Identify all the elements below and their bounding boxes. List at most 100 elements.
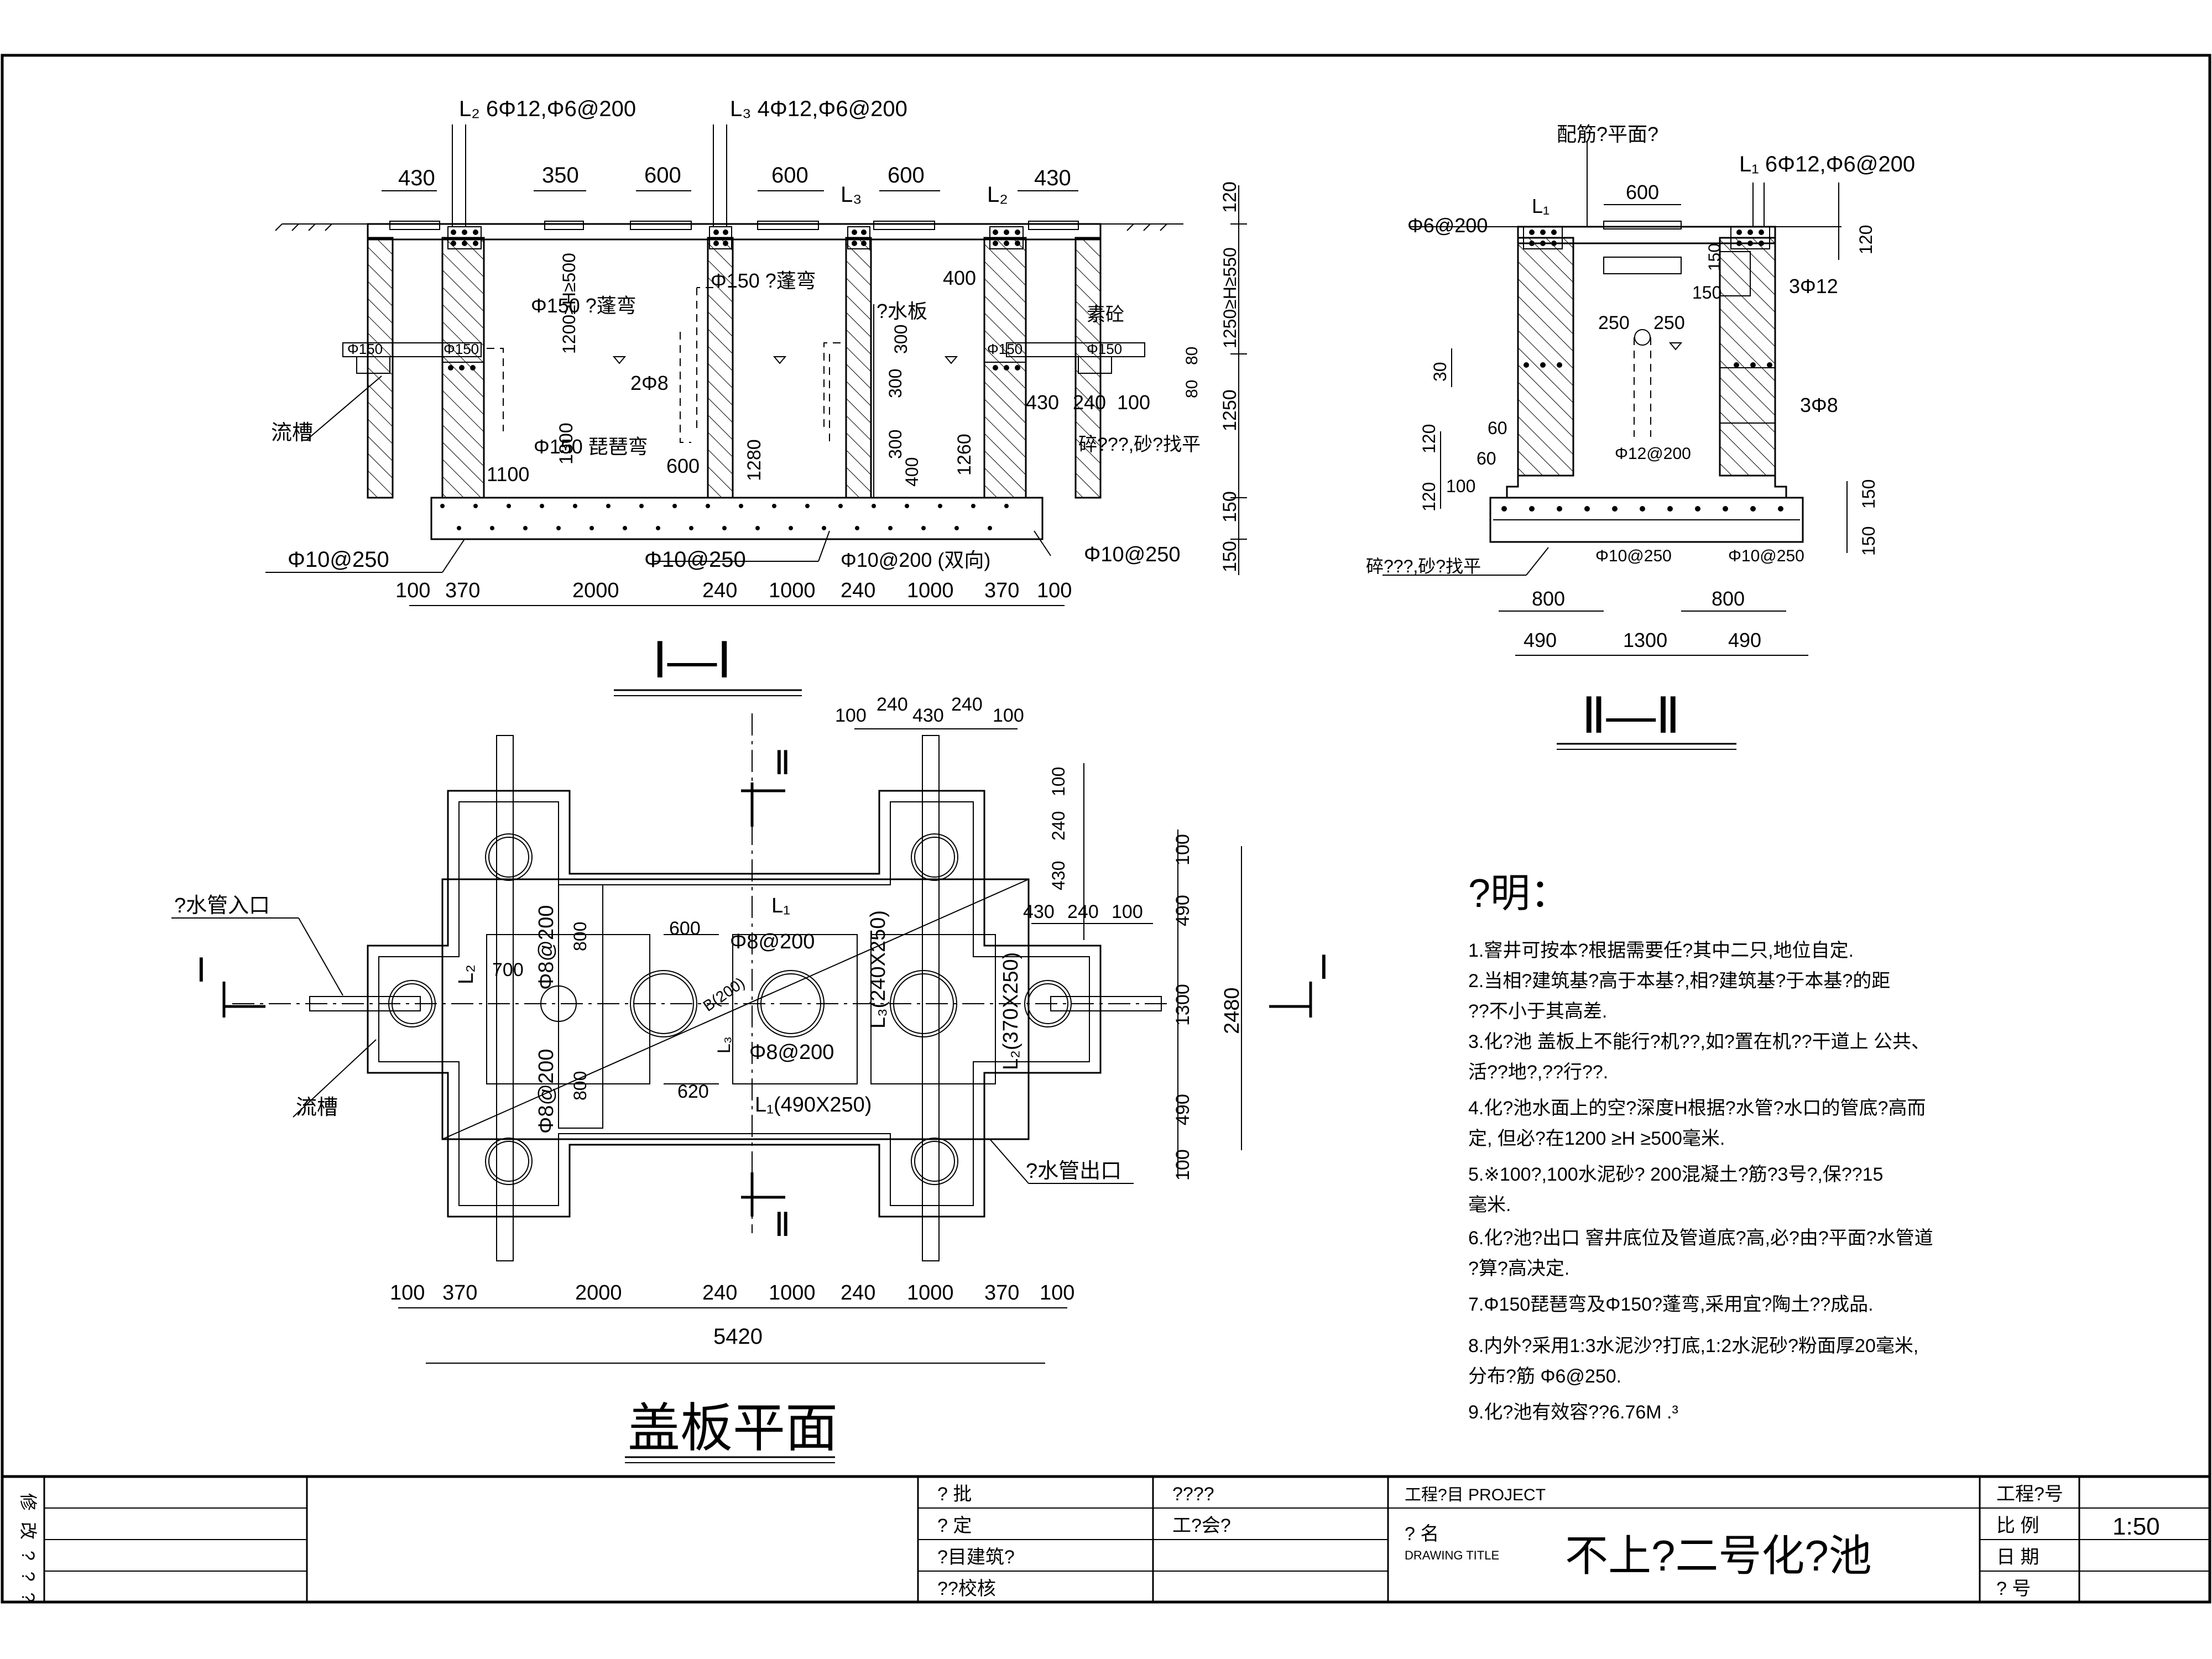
note-line-4: 活??地?,??行??. (1468, 1062, 1608, 1083)
label-phi8-a: Φ8@200 (535, 905, 558, 990)
tb-project-label: 工程?目 PROJECT (1405, 1486, 1546, 1504)
label-l3: L₃ (714, 1036, 734, 1053)
section-marks (222, 782, 1312, 1217)
dim-rh-100: 100 (1112, 901, 1143, 922)
tb-review: ? 定 (937, 1515, 972, 1536)
label-baffle: ?水板 (877, 300, 927, 322)
label-l1: L₁ (771, 894, 790, 917)
dim-h-range-2: 1250≥H≥550 (1220, 247, 1240, 348)
dim-r2480: 2480 (1220, 987, 1244, 1034)
label-l2-size: L₂(370X250) (999, 952, 1022, 1070)
note-line-11: 7.Φ150琵琶弯及Φ150?蓬弯,采用宜?陶土??成品. (1468, 1294, 1874, 1315)
dim-r100a: 100 (1172, 834, 1193, 865)
note-line-6: 定, 但必?在1200 ≥H ≥500毫米. (1468, 1128, 1725, 1149)
label-3phi8: 3Φ8 (1800, 394, 1838, 416)
dim-top-3: 430 (912, 705, 944, 726)
label-phi10-d: Φ10@250 (1084, 543, 1181, 566)
dim-rh-240: 240 (1067, 901, 1099, 922)
dim-250-b: 250 (1653, 312, 1685, 333)
tb-no-label: ? 号 (1996, 1578, 2031, 1599)
note-line-8: 毫米. (1468, 1194, 1511, 1215)
dim-top-1: 100 (835, 705, 867, 726)
label-rebar-plan-ref: 配筋?平面? (1557, 123, 1658, 145)
label-b200: B(200) (700, 974, 748, 1015)
label-gravel: 碎???,砂?找平 (1078, 434, 1201, 455)
dim-30: 30 (1430, 362, 1450, 382)
dim-r1300: 1300 (1172, 984, 1193, 1026)
tb-name-label: ? 名 (1405, 1524, 1439, 1545)
plan-dim-2: 2000 (575, 1281, 622, 1305)
dim-1300: 1300 (556, 422, 577, 465)
label-l3-size: L₃(240X250) (867, 910, 890, 1029)
label-phi150-r: Φ150 (987, 341, 1022, 357)
label-phi8-d: Φ8@200 (535, 1049, 558, 1134)
label-gravel: 碎???,砂?找平 (1366, 556, 1481, 576)
title-block (1, 1475, 2211, 1604)
dim-600-c: 600 (888, 163, 925, 187)
plan-bottom-dims: 100 370 2000 240 1000 240 1000 370 100 (390, 1281, 1074, 1305)
label-phi10-a: Φ10@250 (288, 547, 389, 572)
dim-120-c: 120 (1419, 482, 1439, 512)
dim-120-a: 120 (1856, 225, 1876, 254)
dim-v80b: 80 (1183, 380, 1201, 398)
sheet-border (1, 54, 2211, 1604)
dim-150-a: 150 (1705, 243, 1724, 271)
dim-60-b: 60 (1477, 448, 1496, 468)
label-phi8-c: Φ8@200 (749, 1041, 834, 1064)
label-phi150-r2: Φ150 (1087, 341, 1122, 357)
cover-plan (171, 713, 1312, 1463)
section-mark-1-right: Ⅰ (1319, 949, 1329, 986)
dim-600: 600 (669, 918, 701, 939)
dim-1280: 1280 (744, 439, 765, 481)
dim-300-b: 300 (885, 369, 905, 398)
revision-label: 修改??? (18, 1493, 38, 1613)
plan-title: 盖板平面 (628, 1399, 838, 1458)
tb-check: ??校核 (937, 1578, 996, 1599)
dim-r490a: 490 (1172, 895, 1193, 926)
dim-1100: 1100 (487, 463, 529, 486)
dim-top-4: 240 (951, 694, 983, 715)
section-1-1 (265, 124, 1247, 696)
tb-approve: ? 批 (937, 1484, 972, 1505)
dim-top-2: 240 (877, 694, 908, 715)
label-l3-rebar: L₃ 4Φ12,Φ6@200 (730, 97, 907, 121)
label-3phi12: 3Φ12 (1789, 275, 1838, 298)
section-1-title: Ⅰ—Ⅰ (653, 633, 732, 688)
label-l1-rebar: L₁ 6Φ12,Φ6@200 (1739, 152, 1915, 176)
dim-120-b: 120 (1419, 424, 1439, 453)
sec1-dim-3: 240 (702, 579, 737, 602)
sec1-dim-1: 370 (445, 579, 480, 602)
dim-400-b: 400 (902, 457, 922, 487)
section-mark-2-bottom: Ⅱ (774, 1206, 791, 1243)
dim-v1250: 1250 (1219, 389, 1240, 431)
dim-430-c: 430 (1026, 391, 1059, 414)
dim-250-a: 250 (1598, 312, 1630, 333)
plan-dim-3: 240 (702, 1281, 737, 1305)
tb-c1: ???? (1172, 1484, 1214, 1505)
sec1-dim-8: 100 (1037, 579, 1072, 602)
dim-v150a: 150 (1219, 491, 1240, 523)
label-phi12: Φ12@200 (1615, 445, 1691, 463)
tb-proj-no: 工程?号 (1996, 1484, 2063, 1505)
dim-300-a: 300 (891, 325, 911, 354)
notes-heading: ?明： (1468, 872, 1570, 916)
dim-1300: 1300 (1623, 629, 1667, 651)
note-line-12: 8.内外?采用1:3水泥沙?打底,1:2水泥砂?粉面厚20毫米, (1468, 1335, 1918, 1357)
dim-60-a: 60 (1488, 418, 1507, 438)
tb-scale-label: 比 例 (1996, 1515, 2039, 1536)
plan-dim-1: 370 (442, 1281, 477, 1305)
label-phi150-tee-left: Φ150 ?蓬弯 (531, 294, 637, 317)
dim-430-right: 430 (1034, 166, 1071, 190)
dim-100: 100 (1446, 476, 1475, 496)
note-line-3: 3.化?池 盖板上不能行?机??,如?置在机??干道上 公共、 (1468, 1031, 1930, 1052)
dim-v150-b: 150 (1859, 526, 1879, 556)
dim-rh-430: 430 (1023, 901, 1055, 922)
sec1-dim-7: 370 (984, 579, 1019, 602)
note-line-0: 1.窨井可按本?根据需要任?其中二只,地位自定. (1468, 940, 1854, 961)
plan-dim-8: 100 (1040, 1281, 1074, 1305)
tb-c2: 工?会? (1172, 1515, 1231, 1536)
label-l2-rebar: L₂ 6Φ12,Φ6@200 (459, 97, 636, 121)
sec1-dim-6: 1000 (907, 579, 954, 602)
dim-r100b: 100 (1172, 1149, 1193, 1181)
